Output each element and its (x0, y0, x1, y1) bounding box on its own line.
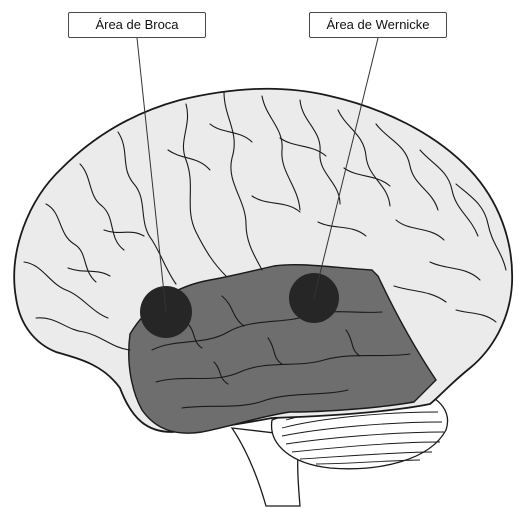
wernicke-area-label: Área de Wernicke (309, 12, 447, 38)
broca-area-label: Área de Broca (68, 12, 206, 38)
